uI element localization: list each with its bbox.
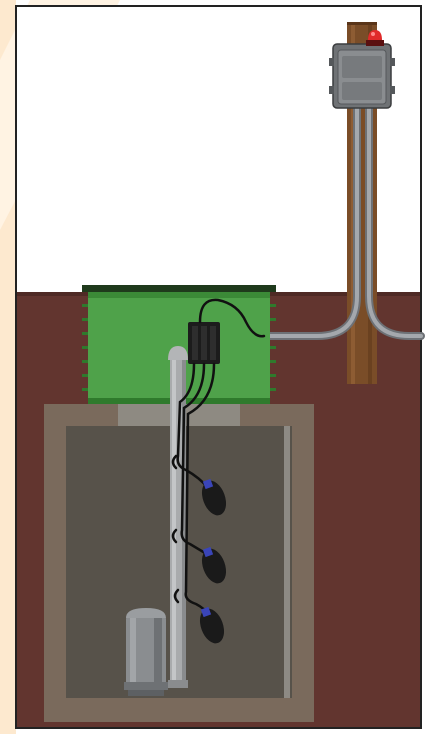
submersible-pump bbox=[124, 608, 168, 696]
junction-box bbox=[188, 322, 220, 364]
control-panel bbox=[329, 44, 395, 108]
